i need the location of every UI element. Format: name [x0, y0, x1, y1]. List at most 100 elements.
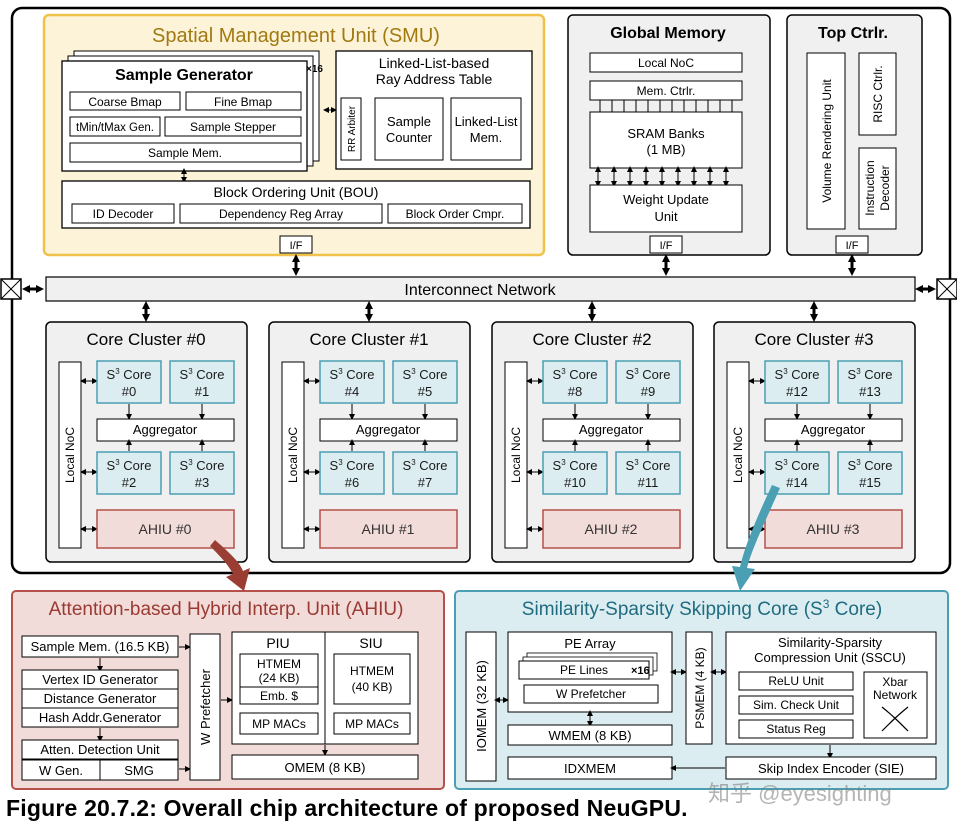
- gm-interface: [649, 235, 683, 254]
- piu-mp-macs-label: MP MACs: [252, 717, 306, 731]
- tmin-tmax-gen: [69, 116, 161, 137]
- fine-bmap: [185, 91, 302, 111]
- sram-label-2: (1 MB): [647, 142, 686, 157]
- rr-arbiter: [340, 97, 362, 161]
- smg: [99, 759, 179, 781]
- ahiu-unit: [96, 509, 235, 549]
- core-cluster-1: Core Cluster #1 Local NoC S3 Core #4 S3 …: [268, 321, 471, 563]
- aggregator: [764, 418, 903, 442]
- sim-check-unit: [738, 695, 854, 715]
- sram-banks: [589, 111, 743, 169]
- id-decoder: [71, 203, 175, 224]
- mem-ctrlr-label: Mem. Ctrlr.: [637, 84, 696, 98]
- sample-mem-label: Sample Mem.: [148, 146, 222, 160]
- left-io-pad: [0, 278, 44, 300]
- core-w-prefetcher: [523, 684, 659, 704]
- smg-label: SMG: [124, 763, 154, 778]
- core-callout-arrow: [732, 485, 780, 591]
- right-io-pad: [915, 278, 957, 300]
- top-ctrlr-interface-label: I/F: [846, 240, 859, 252]
- cluster-local-noc: [281, 361, 305, 549]
- cluster-local-noc: [504, 361, 528, 549]
- ahiu-w-prefetcher-label: W Prefetcher: [198, 668, 213, 745]
- sample-stepper: [164, 116, 302, 137]
- sie: [725, 756, 937, 780]
- siu-htmem-label-2: (40 KB): [352, 680, 393, 694]
- sample-counter: [374, 97, 444, 161]
- hash-addr-generator-label: Hash Addr.Generator: [39, 710, 162, 725]
- piu-htmem-label-2: (24 KB): [259, 671, 300, 685]
- smu-interface-label: I/F: [290, 240, 303, 252]
- block-order-cmpr: [387, 203, 523, 224]
- s3-core-label: S3 Core: [848, 458, 893, 473]
- sscu-label-2: Compression Unit (SSCU): [754, 650, 906, 665]
- s3-core-label: S3 Core: [180, 458, 225, 473]
- s3-core-number: #5: [418, 384, 432, 399]
- s3-core: [392, 360, 458, 404]
- interconnect-label: Interconnect Network: [404, 282, 556, 299]
- ahiu-unit-label: AHIU #1: [362, 521, 415, 537]
- sample-mem: [69, 142, 302, 163]
- s3-core: [319, 451, 385, 495]
- s3-core-label: S3 Core: [626, 458, 671, 473]
- s3-core-number: #3: [195, 475, 209, 490]
- hash-addr-generator: [21, 707, 179, 728]
- s3-core-label: S3 Core: [553, 367, 598, 382]
- rr-arbiter-label: RR Arbiter: [347, 105, 358, 152]
- sample-stepper-label: Sample Stepper: [190, 120, 276, 134]
- s3-core: [169, 451, 235, 495]
- s3-core: [615, 360, 681, 404]
- relu-unit: [738, 671, 854, 691]
- volume-rendering-unit: [806, 52, 846, 230]
- cluster-local-noc-label: Local NoC: [509, 427, 523, 483]
- iomem: [465, 631, 497, 782]
- cluster-title: Core Cluster #3: [754, 330, 873, 349]
- s3-core-label: S3 Core: [107, 367, 152, 382]
- sim-check-unit-label: Sim. Check Unit: [753, 698, 840, 712]
- piu-title: PIU: [266, 635, 289, 651]
- piu-emb-cache: [239, 686, 319, 705]
- siu-mp-macs: [333, 712, 411, 735]
- s3-core-number: #1: [195, 384, 209, 399]
- aggregator: [542, 418, 681, 442]
- s3-core: [837, 360, 903, 404]
- cluster-local-noc-label: Local NoC: [731, 427, 745, 483]
- s3-core: [542, 451, 608, 495]
- ahiu-unit: [542, 509, 681, 549]
- s3-core-label: S3 Core: [330, 367, 375, 382]
- s3-core: [96, 360, 162, 404]
- volume-rendering-unit-label: Volume Rendering Unit: [820, 79, 834, 203]
- instruction-decoder: [858, 147, 897, 230]
- s3-core-number: #12: [786, 384, 808, 399]
- sram-label-1: SRAM Banks: [627, 126, 705, 141]
- sample-counter-label-2: Counter: [386, 130, 433, 145]
- sample-generator-multiplier: ×16: [306, 64, 323, 75]
- sscu-label-1: Similarity-Sparsity: [778, 635, 883, 650]
- figure-caption: Figure 20.7.2: Overall chip architecture…: [6, 795, 688, 821]
- instruction-decoder-label-1: Instruction: [863, 160, 877, 215]
- sram-to-weight-arrows: [595, 166, 729, 187]
- s3-core-number: #10: [564, 475, 586, 490]
- pe-lines-label: PE Lines: [560, 663, 608, 677]
- s3-core-label: S3 Core: [553, 458, 598, 473]
- weight-update-label-1: Weight Update: [623, 192, 709, 207]
- ahiu-sample-mem-label: Sample Mem. (16.5 KB): [31, 639, 170, 654]
- psmem-label: PSMEM (4 KB): [693, 647, 707, 728]
- sie-label: Skip Index Encoder (SIE): [758, 761, 904, 776]
- s3-core-number: #14: [786, 475, 808, 490]
- risc-ctrlr: [858, 52, 897, 136]
- cluster-interconnect-arrows: [142, 301, 818, 322]
- aggregator-label: Aggregator: [133, 422, 198, 437]
- s3-core-number: #2: [122, 475, 136, 490]
- cluster-title: Core Cluster #1: [309, 330, 428, 349]
- aggregator-label: Aggregator: [801, 422, 866, 437]
- instruction-decoder-label-2: Decoder: [878, 165, 892, 210]
- linked-list-mem-label-2: Mem.: [470, 130, 503, 145]
- pe-lines: [518, 660, 650, 680]
- piu-emb-cache-label: Emb. $: [260, 689, 298, 703]
- status-reg: [738, 719, 854, 739]
- pe-lines-multiplier: ×16: [631, 665, 650, 677]
- block-order-cmpr-label: Block Order Cmpr.: [406, 207, 505, 221]
- s3-core-number: #6: [345, 475, 359, 490]
